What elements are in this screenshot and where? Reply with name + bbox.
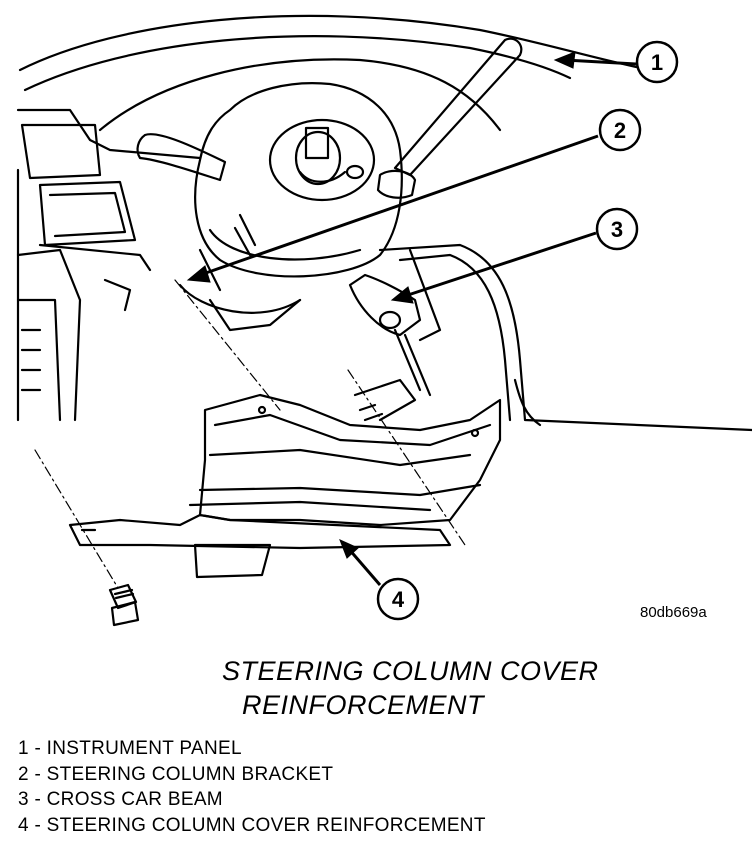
- callout-2-label: 2: [614, 118, 626, 143]
- left-stalk: [136, 133, 227, 182]
- callout-2: 2: [598, 108, 642, 152]
- bolt-icon: [108, 583, 140, 627]
- figure-title-line-2: REINFORCEMENT: [242, 690, 484, 720]
- cover-reinforcement: [68, 378, 502, 579]
- instrument-panel-outline: [16, 14, 652, 422]
- right-side-panel: [378, 243, 752, 432]
- legend-item: 3 - CROSS CAR BEAM: [18, 789, 223, 810]
- callout-4-label: 4: [392, 587, 405, 612]
- figure-title-line-1: STEERING COLUMN COVER: [222, 656, 599, 686]
- legend-item: 2 - STEERING COLUMN BRACKET: [18, 763, 334, 785]
- legend: 1 - INSTRUMENT PANEL 2 - STEERING COLUMN…: [18, 736, 486, 838]
- steering-column-diagram: 1 2 3 4: [16, 14, 752, 627]
- callout-1: 1: [635, 40, 679, 84]
- callout-4: 4: [376, 577, 420, 621]
- legend-item: 1 - INSTRUMENT PANEL: [18, 738, 242, 759]
- callout-markers: 1 2 3 4: [376, 40, 679, 621]
- callout-3-label: 3: [611, 217, 623, 242]
- callout-1-label: 1: [651, 50, 663, 75]
- callout-3: 3: [595, 207, 639, 251]
- alignment-lines: [34, 279, 466, 589]
- figure-code: 80db669a: [640, 604, 707, 621]
- steering-column-shroud: [178, 82, 403, 332]
- right-stalk: [376, 37, 523, 199]
- cross-car-beam: [348, 273, 432, 397]
- legend-item: 4 - STEERING COLUMN COVER REINFORCEMENT: [18, 814, 486, 836]
